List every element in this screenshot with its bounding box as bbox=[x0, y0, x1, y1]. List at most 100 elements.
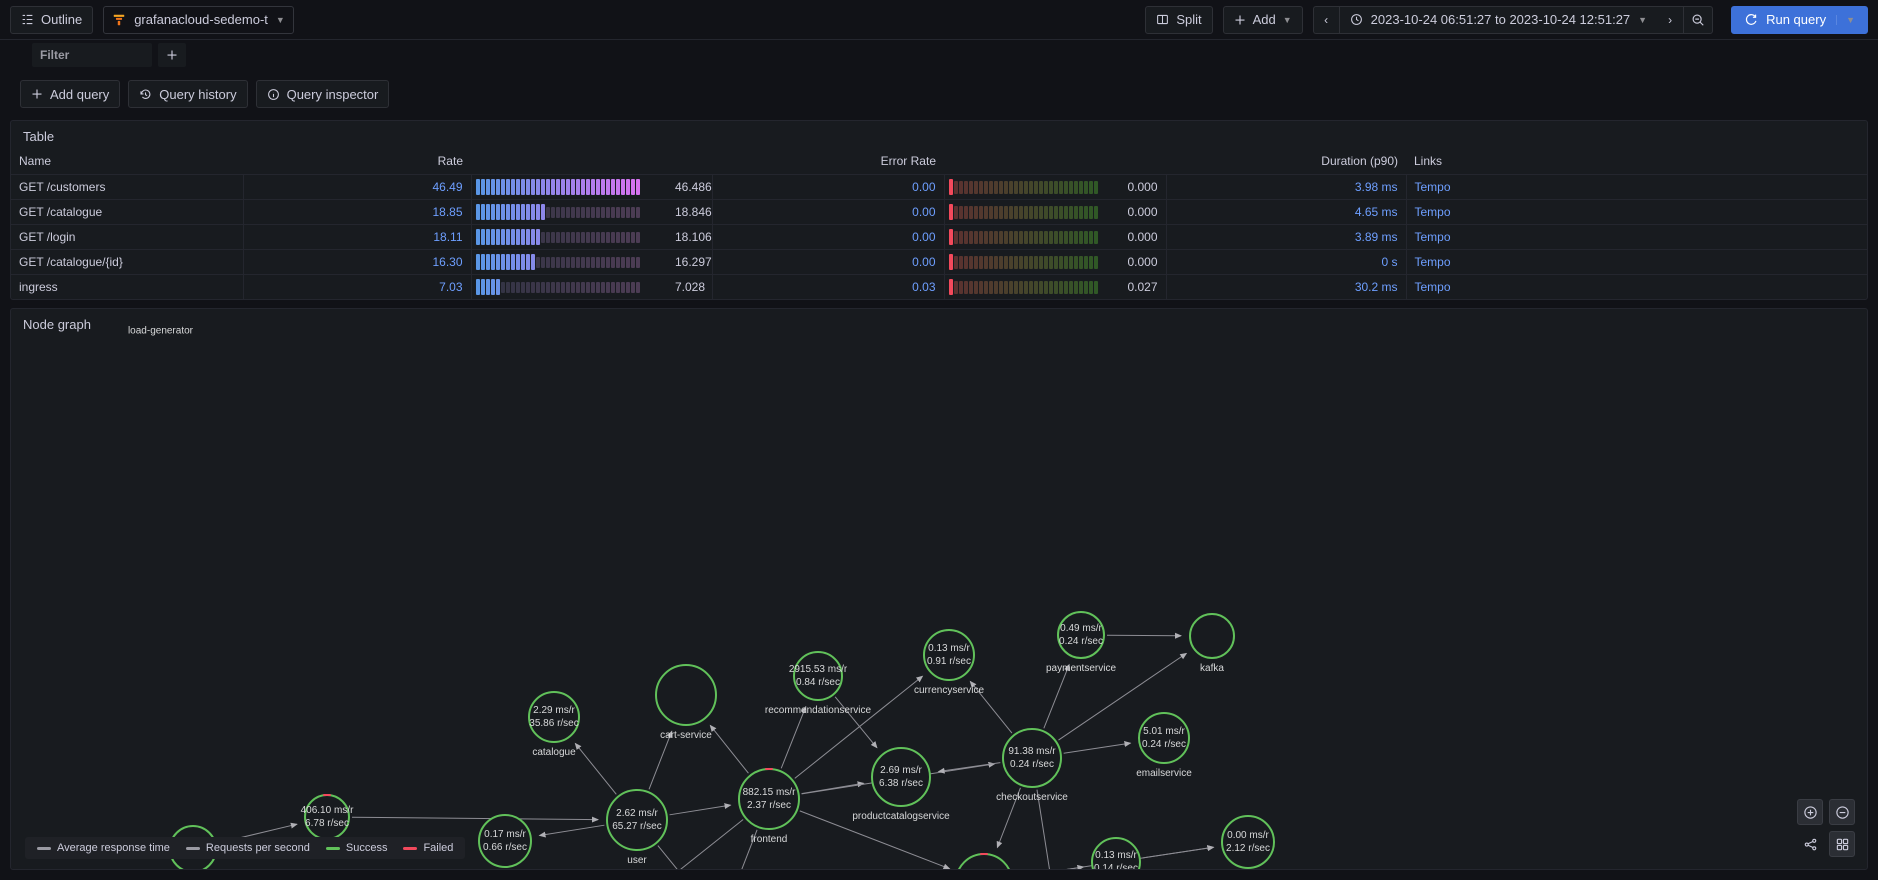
column-header-rate[interactable]: Rate bbox=[437, 154, 463, 168]
graph-node-circle[interactable] bbox=[655, 664, 717, 726]
cell-duration[interactable]: 0 s bbox=[1166, 249, 1407, 275]
rate-bar bbox=[600, 231, 605, 243]
graph-node-request-rate: 2.12 r/sec bbox=[1226, 843, 1270, 854]
cell-link-tempo[interactable]: Tempo bbox=[1406, 174, 1867, 200]
rate-bar bbox=[480, 179, 485, 195]
cell-duration[interactable]: 30.2 ms bbox=[1166, 274, 1407, 299]
graph-node[interactable]: cart-service bbox=[655, 664, 717, 741]
legend-item[interactable]: Average response time bbox=[37, 842, 170, 854]
run-query-button[interactable]: Run query ▼ bbox=[1731, 5, 1868, 34]
legend-label: Success bbox=[345, 842, 388, 854]
error-bar bbox=[973, 230, 978, 244]
cell-error-rate[interactable]: 0.00 bbox=[712, 249, 945, 275]
graph-node[interactable]: 0.00 ms/r2.12 r/secredis-cart:6379 bbox=[1221, 815, 1275, 869]
cell-error-rate[interactable]: 0.00 bbox=[712, 174, 945, 200]
column-header-links[interactable]: Links bbox=[1414, 154, 1443, 168]
cell-error-rate[interactable]: 0.03 bbox=[712, 274, 945, 299]
cell-rate[interactable]: 18.85 bbox=[243, 199, 472, 225]
zoom-in-icon[interactable] bbox=[1797, 799, 1823, 825]
graph-node[interactable]: kafka bbox=[1189, 613, 1235, 674]
rate-bar bbox=[485, 229, 490, 245]
error-bar bbox=[953, 280, 958, 294]
cell-rate[interactable]: 18.11 bbox=[243, 224, 472, 250]
query-history-button[interactable]: Query history bbox=[128, 80, 248, 108]
graph-node[interactable]: 5.09 ms/r2.15 r/seccartservice bbox=[955, 853, 1013, 869]
add-filter-button[interactable] bbox=[158, 43, 186, 67]
cell-error-rate[interactable]: 0.00 bbox=[712, 224, 945, 250]
graph-node-circle[interactable] bbox=[1189, 613, 1235, 659]
cell-link-tempo[interactable]: Tempo bbox=[1406, 249, 1867, 275]
graph-node[interactable]: 0.13 ms/r0.14 r/secfrauddetectionservice bbox=[1091, 837, 1141, 869]
graph-node-label: frontend bbox=[750, 834, 788, 845]
cell-link-tempo[interactable]: Tempo bbox=[1406, 274, 1867, 299]
column-header-duration[interactable]: Duration (p90) bbox=[1321, 154, 1398, 168]
outline-button[interactable]: Outline bbox=[10, 5, 94, 34]
query-inspector-button[interactable]: Query inspector bbox=[255, 80, 390, 108]
add-query-button[interactable]: Add query bbox=[20, 80, 121, 108]
cell-rate-value: 7.028 bbox=[667, 274, 713, 299]
cell-rate[interactable]: 7.03 bbox=[243, 274, 472, 299]
split-button[interactable]: Split bbox=[1145, 5, 1213, 34]
run-query-label: Run query bbox=[1766, 12, 1827, 27]
legend-item[interactable]: Failed bbox=[403, 842, 453, 854]
column-header-name[interactable]: Name bbox=[19, 154, 52, 168]
cell-error-rate[interactable]: 0.00 bbox=[712, 199, 945, 225]
cell-link-tempo[interactable]: Tempo bbox=[1406, 199, 1867, 225]
graph-node-circle[interactable]: 5.09 ms/r2.15 r/sec bbox=[955, 853, 1013, 869]
legend-item[interactable]: Requests per second bbox=[185, 842, 310, 854]
cell-rate[interactable]: 46.49 bbox=[243, 174, 472, 200]
time-range-next-button[interactable]: › bbox=[1657, 5, 1684, 34]
time-range-prev-button[interactable]: ‹ bbox=[1312, 5, 1339, 34]
cell-link-tempo[interactable]: Tempo bbox=[1406, 224, 1867, 250]
zoom-out-time-button[interactable] bbox=[1683, 5, 1714, 34]
cell-duration[interactable]: 3.98 ms bbox=[1166, 174, 1407, 200]
add-button[interactable]: Add ▼ bbox=[1222, 5, 1303, 34]
column-header-error-rate[interactable]: Error Rate bbox=[880, 154, 936, 168]
grid-layout-icon[interactable] bbox=[1829, 831, 1855, 857]
node-graph-canvas[interactable]: load-generator loadgenerator406.10 ms/r6… bbox=[11, 326, 1867, 869]
datasource-label: grafanacloud-sedemo-t bbox=[134, 12, 268, 27]
zoom-out-icon[interactable] bbox=[1829, 799, 1855, 825]
chevron-down-icon[interactable]: ▼ bbox=[1836, 14, 1855, 25]
rate-bar bbox=[500, 204, 505, 220]
rate-bar bbox=[520, 204, 525, 220]
cell-rate[interactable]: 16.30 bbox=[243, 249, 472, 275]
legend-item[interactable]: Success bbox=[325, 842, 388, 854]
cell-duration[interactable]: 3.89 ms bbox=[1166, 224, 1407, 250]
graph-node-label: productcatalogservice bbox=[852, 811, 950, 822]
time-range-picker[interactable]: 2023-10-24 06:51:27 to 2023-10-24 12:51:… bbox=[1338, 5, 1658, 34]
cell-duration[interactable]: 4.65 ms bbox=[1166, 199, 1407, 225]
layout-graph-icon[interactable] bbox=[1797, 831, 1823, 857]
graph-node-response-time: 0.49 ms/r bbox=[1060, 623, 1102, 634]
datasource-picker[interactable]: grafanacloud-sedemo-t ▼ bbox=[103, 5, 294, 34]
